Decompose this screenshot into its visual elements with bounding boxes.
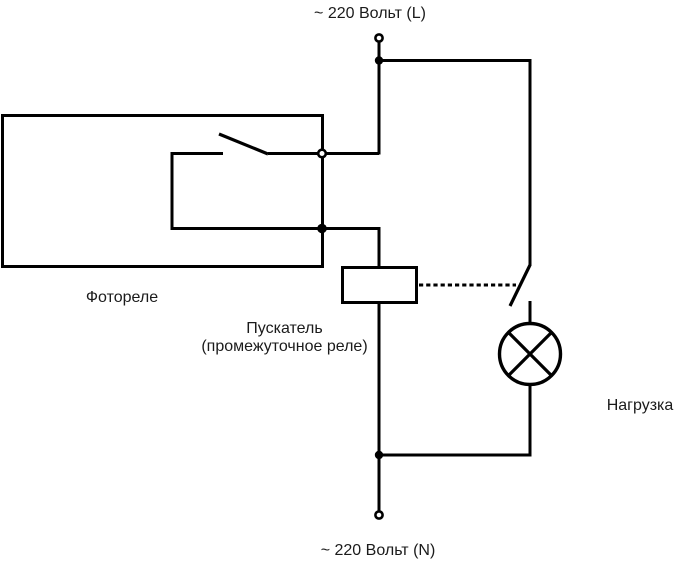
junction-dot-top — [374, 56, 384, 65]
photorelay-terminal-icon — [316, 148, 328, 159]
label-starter-line1: Пускатель — [246, 320, 323, 337]
label-line-n: ~ 220 Вольт (N) — [320, 542, 436, 559]
terminal-n-icon — [374, 510, 384, 520]
terminal-l-icon — [374, 33, 384, 43]
contactor-switch-blade-icon — [508, 264, 532, 307]
label-load: Нагрузка — [606, 397, 674, 414]
label-line-l: ~ 220 Вольт (L) — [314, 5, 426, 22]
junction-dot-bottom — [374, 450, 384, 460]
label-photorelay: Фотореле — [85, 289, 159, 306]
photorelay-box — [1, 114, 324, 268]
photorelay-switch-blade-icon — [218, 132, 269, 156]
lamp-cross-2 — [507, 331, 553, 377]
junction-dot-photorelay-out — [317, 223, 327, 234]
relay-coil-icon — [341, 266, 418, 304]
label-starter-line2: (промежуточное реле) — [201, 337, 368, 355]
label-starter: Пускатель (промежуточное реле) — [182, 320, 387, 355]
